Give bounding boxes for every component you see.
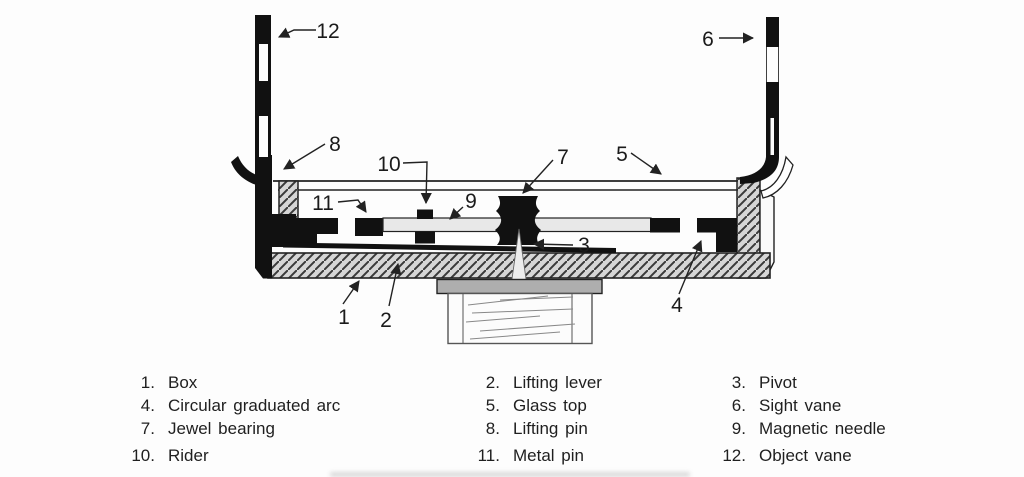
magnetic-needle-tip [650, 218, 680, 233]
legend-number: 6 [690, 397, 746, 415]
legend-label: Circular graduated arc [168, 396, 341, 415]
leader-4 [678, 239, 703, 295]
callout-12: 12 [316, 20, 339, 43]
sight-vane-slit [770, 118, 774, 155]
leader-11 [337, 199, 367, 213]
lifting-lever [283, 242, 616, 253]
object-vane [231, 15, 272, 279]
legend-item-3: 3 Pivot [690, 374, 797, 392]
rider [417, 209, 433, 219]
pedestal [436, 278, 603, 345]
legend-number: 2 [444, 374, 500, 392]
legend-item-7: 7 Jewel bearing [99, 420, 275, 438]
callout-9: 9 [465, 190, 477, 213]
legend-item-2: 2 Lifting lever [444, 374, 602, 392]
leader-1 [342, 280, 360, 305]
legend-label: Lifting lever [513, 373, 602, 392]
legend-label: Object vane [759, 446, 852, 465]
callout-2: 2 [380, 309, 392, 332]
legend-item-1: 1 Box [99, 373, 198, 392]
wood-grain-lines [465, 295, 576, 340]
callout-4: 4 [671, 294, 683, 317]
interior-mechanism [269, 196, 737, 287]
lifting-pin [255, 155, 272, 279]
legend-label: Metal pin [513, 446, 584, 465]
leader-3 [532, 238, 574, 250]
left-fitting-bar [296, 218, 338, 234]
legend-label: Glass top [513, 396, 587, 415]
callout-7: 7 [557, 146, 569, 169]
legend-number: 11 [444, 447, 500, 465]
leader-5 [630, 152, 662, 175]
callout-6: 6 [702, 28, 714, 51]
callout-8: 8 [329, 133, 341, 156]
callout-leaders [277, 27, 755, 307]
legend-label: Pivot [759, 373, 797, 392]
legend-number: 3 [690, 374, 746, 392]
legend-item-10: 10 Rider [99, 446, 209, 465]
legend-number: 10 [99, 447, 155, 465]
callout-numbers: 12 8 10 11 9 7 5 3 4 1 2 6 [312, 20, 714, 332]
rider-counterweight [415, 231, 435, 244]
jewel-bearing [495, 196, 541, 245]
sight-vane [740, 17, 779, 184]
sight-vane-window [766, 47, 779, 82]
callout-11: 11 [312, 192, 334, 215]
leader-12 [277, 27, 316, 38]
leader-8 [283, 143, 326, 170]
legend-label: Rider [168, 446, 209, 465]
legend-item-5: 5 Glass top [444, 397, 587, 415]
callout-5: 5 [616, 143, 628, 166]
legend-item-8: 8 Lifting pin [444, 420, 588, 438]
legend-label: Sight vane [759, 396, 842, 415]
legend-number: 12 [690, 447, 746, 465]
right-rim-curve [760, 155, 794, 199]
pedestal-collar [436, 278, 603, 295]
legend-number: 4 [99, 397, 155, 415]
leader-9 [449, 206, 464, 220]
sight-vane-base [740, 150, 779, 184]
legend-number: 5 [444, 397, 500, 415]
legend-item-12: 12 Object vane [690, 446, 852, 465]
legend-item-4: 4 Circular graduated arc [99, 397, 340, 415]
circular-graduated-arc [697, 218, 737, 252]
callout-1: 1 [338, 306, 350, 329]
legend-item-11: 11 Metal pin [444, 447, 584, 465]
leader-10 [402, 161, 432, 205]
legend-label: Jewel bearing [168, 419, 275, 438]
pedestal-block [447, 292, 593, 345]
leader-2 [388, 262, 402, 307]
legend-label: Box [168, 373, 198, 392]
legend-number: 8 [444, 420, 500, 438]
legend-label: Magnetic needle [759, 419, 886, 438]
object-vane-slit [259, 116, 268, 157]
legend-label: Lifting pin [513, 419, 588, 438]
metal-pin [355, 218, 383, 236]
object-vane-slit [259, 44, 268, 81]
legend-item-9: 9 Magnetic needle [690, 420, 886, 438]
left-fitting-block [269, 214, 296, 236]
legend-number: 7 [99, 420, 155, 438]
callout-10: 10 [377, 153, 400, 176]
callout-3: 3 [578, 234, 590, 257]
leader-7 [522, 159, 554, 194]
legend-number: 9 [690, 420, 746, 438]
cropped-caption-remnant [330, 472, 690, 477]
legend-item-6: 6 Sight vane [690, 396, 842, 415]
legend-number: 1 [99, 374, 155, 392]
